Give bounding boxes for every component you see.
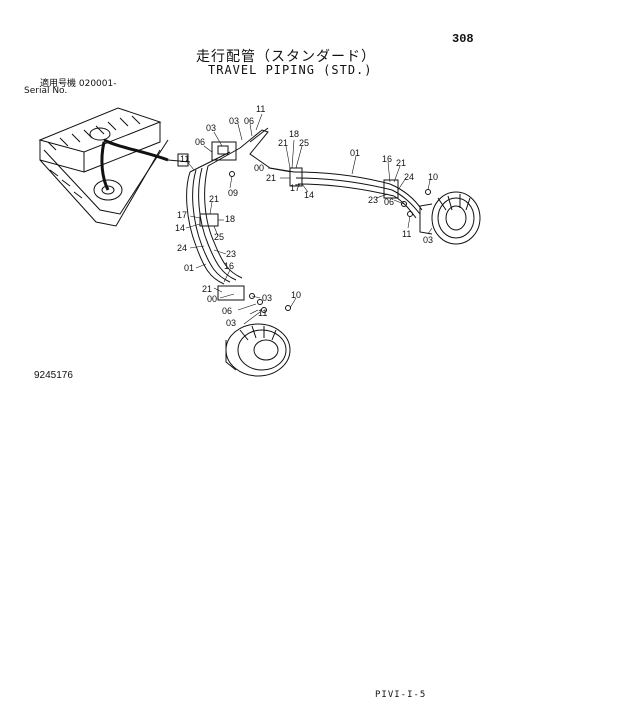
callout: 18 (289, 129, 299, 139)
travel-motor-lower (225, 323, 291, 377)
callout: 09 (228, 188, 238, 198)
crawler-track-drawing (38, 107, 191, 227)
callout: 11 (258, 308, 267, 318)
callout: 03 (262, 293, 272, 303)
callout: 03 (226, 318, 236, 328)
callout: 14 (175, 223, 185, 233)
callout: 03 (423, 235, 433, 245)
page-number: 308 (452, 32, 474, 46)
callout: 21 (278, 138, 288, 148)
callout: 23 (226, 249, 236, 259)
page-title-english: TRAVEL PIPING (STD.) (208, 63, 373, 77)
callout: 03 (229, 116, 239, 126)
callout: 06 (195, 137, 205, 147)
callout: 21 (266, 173, 276, 183)
callout: 18 (225, 214, 235, 224)
serial-label-english: Serial No. (24, 86, 68, 96)
page-title-japanese: 走行配管（スタンダード） (196, 49, 376, 65)
callout: 25 (214, 232, 224, 242)
callout: 16 (382, 154, 392, 164)
travel-motor-right (419, 191, 481, 245)
callout: 01 (350, 148, 360, 158)
callout: 01 (184, 263, 194, 273)
callout: 23 (368, 195, 378, 205)
callout: 03 (206, 123, 216, 133)
callout: 14 (304, 190, 314, 200)
callout: 11 (256, 104, 265, 114)
page-code: PIVI-I-5 (375, 690, 427, 700)
callout: 17 (177, 210, 187, 220)
callout: 24 (177, 243, 187, 253)
callout: 06 (222, 306, 232, 316)
callout: 00 (207, 294, 217, 304)
callout: 17 (290, 183, 300, 193)
callout: 10 (291, 290, 301, 300)
callout: 24 (404, 172, 414, 182)
callout: 06 (384, 197, 394, 207)
serial-label-japanese: 適用号機 020001- (40, 79, 117, 89)
leader-lines (185, 113, 433, 325)
callout: 10 (428, 172, 438, 182)
callout: 00 (254, 163, 264, 173)
callout: 16 (224, 261, 234, 271)
drawing-number: 9245176 (34, 370, 73, 381)
callout: 21 (202, 284, 212, 294)
callout: 21 (209, 194, 219, 204)
callout: 06 (244, 116, 254, 126)
callout: 11 (180, 154, 189, 164)
callout-labels: 11 03 06 03 06 11 09 18 21 25 00 21 17 1… (175, 104, 438, 328)
callout: 11 (402, 229, 411, 239)
callout: 21 (396, 158, 406, 168)
callout: 25 (299, 138, 309, 148)
